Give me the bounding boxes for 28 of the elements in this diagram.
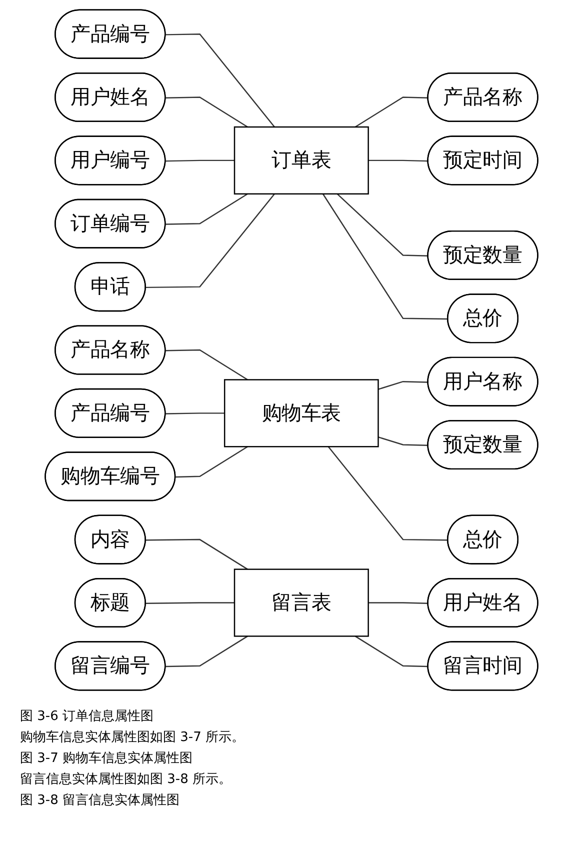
caption-text: 图 3-8 留言信息实体属性图: [20, 792, 180, 809]
connector: [354, 96, 428, 128]
connector: [368, 602, 428, 604]
connector: [146, 602, 234, 604]
connector: [166, 193, 248, 225]
connector: [378, 380, 428, 390]
connector: [146, 538, 248, 570]
connector: [336, 193, 428, 256]
connector: [166, 349, 248, 380]
connector: [166, 96, 248, 128]
caption-text: 图 3-7 购物车信息实体属性图: [20, 750, 194, 767]
connector: [322, 194, 448, 320]
connector: [378, 436, 428, 446]
connector: [166, 412, 225, 414]
connector: [354, 636, 428, 668]
caption-text: 图 3-6 订单信息属性图: [20, 708, 154, 725]
connector: [166, 33, 275, 128]
caption-text: 留言信息实体属性图如图 3-8 所示。: [20, 771, 232, 788]
node-box: 订单表: [234, 126, 369, 195]
connector: [166, 160, 234, 162]
connector: [176, 446, 248, 478]
caption-text: 购物车信息实体属性图如图 3-7 所示。: [20, 729, 246, 746]
node-box: 留言表: [234, 568, 369, 637]
connector: [368, 160, 428, 162]
connector: [146, 194, 275, 288]
connector: [328, 446, 448, 541]
connector: [166, 636, 248, 668]
node-box: 购物车表: [224, 379, 379, 448]
